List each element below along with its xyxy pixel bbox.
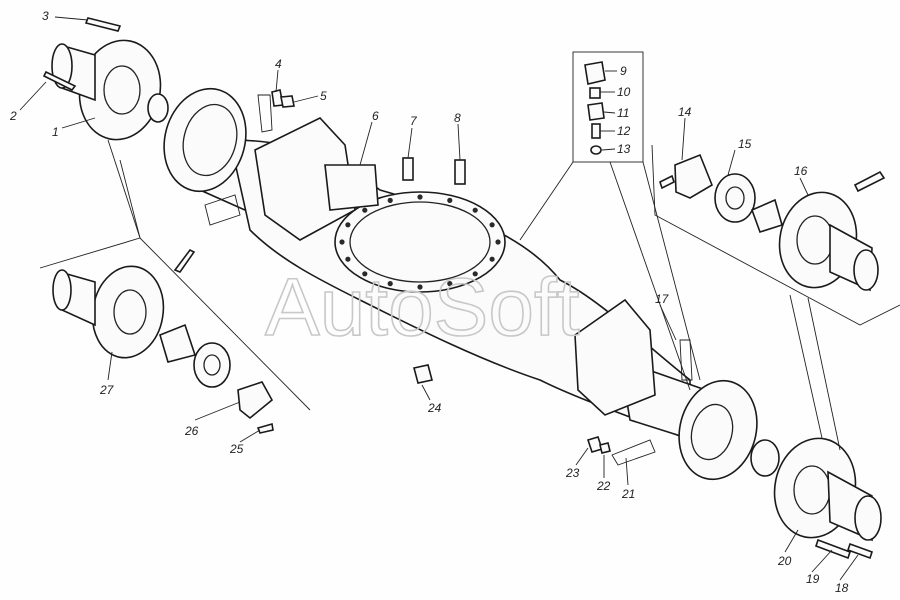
callout-24: 24	[427, 401, 442, 415]
callout-9: 9	[620, 64, 627, 78]
callout-25: 25	[229, 442, 244, 456]
callout-1: 1	[52, 125, 59, 139]
ring-bolt-hole	[345, 222, 351, 228]
callout-8: 8	[454, 111, 461, 125]
leader-lines	[19, 16, 859, 581]
callout-6: 6	[372, 109, 379, 123]
nut-24	[413, 364, 433, 384]
callout-19: 19	[806, 572, 820, 586]
fittings-box	[572, 51, 644, 163]
ring-bolt-hole	[489, 222, 495, 228]
right-hub-lower	[750, 437, 882, 560]
callout-10: 10	[617, 85, 631, 99]
callout-23: 23	[565, 466, 580, 480]
ring-bolt-hole	[489, 256, 495, 262]
callout-17: 17	[655, 292, 670, 306]
ring-bolt-hole	[495, 239, 501, 245]
ring-bolt-hole	[345, 256, 351, 262]
left-hub-lower	[52, 248, 274, 434]
ring-bolt-hole	[362, 271, 368, 277]
ring-bolt-hole	[447, 281, 453, 287]
callout-13: 13	[617, 142, 631, 156]
ring-bolt-hole	[417, 194, 423, 200]
callout-26: 26	[184, 424, 199, 438]
callout-20: 20	[777, 554, 792, 568]
ring-bolt-hole	[447, 197, 453, 203]
callout-7: 7	[410, 114, 418, 128]
ring-bolt-hole	[472, 271, 478, 277]
callout-12: 12	[617, 124, 631, 138]
ring-bolt-hole	[387, 281, 393, 287]
callouts: 3 2 1 4 5 6 7 8 9 10 11 12 13 14 15 16 1…	[9, 9, 849, 595]
callout-11: 11	[617, 106, 629, 120]
callout-18: 18	[835, 581, 849, 595]
left-hub-top	[51, 39, 169, 141]
callout-21: 21	[621, 487, 635, 501]
callout-3: 3	[42, 9, 49, 23]
ring-bolt-hole	[417, 284, 423, 290]
right-hub-upper	[659, 153, 886, 292]
callout-5: 5	[320, 89, 327, 103]
ring-bolt-hole	[472, 207, 478, 213]
callout-4: 4	[275, 57, 282, 71]
axle-housing	[163, 87, 758, 481]
callout-2: 2	[9, 109, 17, 123]
ring-bolt-hole	[362, 207, 368, 213]
ring-bolt-hole	[339, 239, 345, 245]
callout-22: 22	[596, 479, 611, 493]
watermark-text: AutoSoft	[265, 262, 580, 353]
ring-bolt-hole	[387, 197, 393, 203]
callout-15: 15	[738, 137, 752, 151]
callout-16: 16	[794, 164, 808, 178]
stud-8	[454, 159, 466, 185]
stud-7	[402, 157, 414, 181]
callout-27: 27	[99, 383, 115, 397]
callout-14: 14	[678, 105, 692, 119]
